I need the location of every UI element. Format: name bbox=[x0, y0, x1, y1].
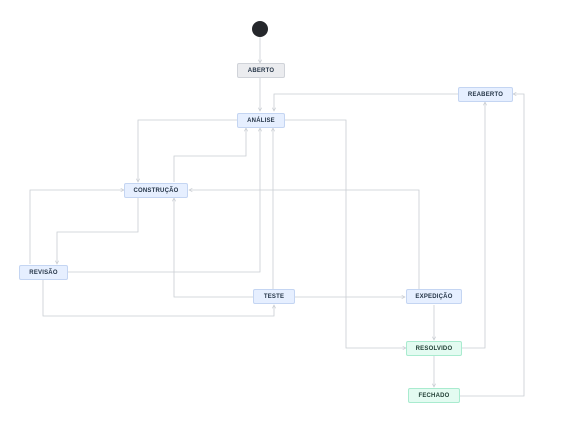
state-construcao[interactable]: CONSTRUÇÃO bbox=[124, 183, 188, 198]
connector-analise-construcao bbox=[138, 119, 237, 182]
state-expedicao[interactable]: EXPEDIÇÃO bbox=[406, 289, 462, 304]
connector-revisao-analise bbox=[68, 128, 260, 273]
connector-revisao-teste bbox=[42, 280, 274, 317]
state-teste[interactable]: TESTE bbox=[253, 289, 295, 304]
connector-construcao-revisao bbox=[57, 198, 139, 264]
state-fechado[interactable]: FECHADO bbox=[408, 388, 460, 403]
state-reaberto[interactable]: REABERTO bbox=[458, 87, 513, 102]
state-analise[interactable]: ANÁLISE bbox=[237, 113, 285, 128]
state-revisao[interactable]: REVISÃO bbox=[19, 265, 68, 280]
connector-construcao-analise bbox=[173, 128, 246, 182]
connector-teste-construcao bbox=[174, 198, 253, 298]
connector-expedicao-construcao bbox=[189, 190, 420, 289]
start-marker bbox=[252, 21, 268, 37]
state-resolvido[interactable]: RESOLVIDO bbox=[406, 341, 462, 356]
connector-resolvido-reaberto bbox=[462, 102, 485, 349]
connector-fechado-reaberto bbox=[460, 94, 525, 397]
connector-revisao-construcao bbox=[29, 190, 124, 264]
connector-analise-resolvido bbox=[285, 119, 406, 348]
state-aberto[interactable]: ABERTO bbox=[237, 63, 285, 78]
connector-reaberto-analise bbox=[274, 93, 458, 111]
